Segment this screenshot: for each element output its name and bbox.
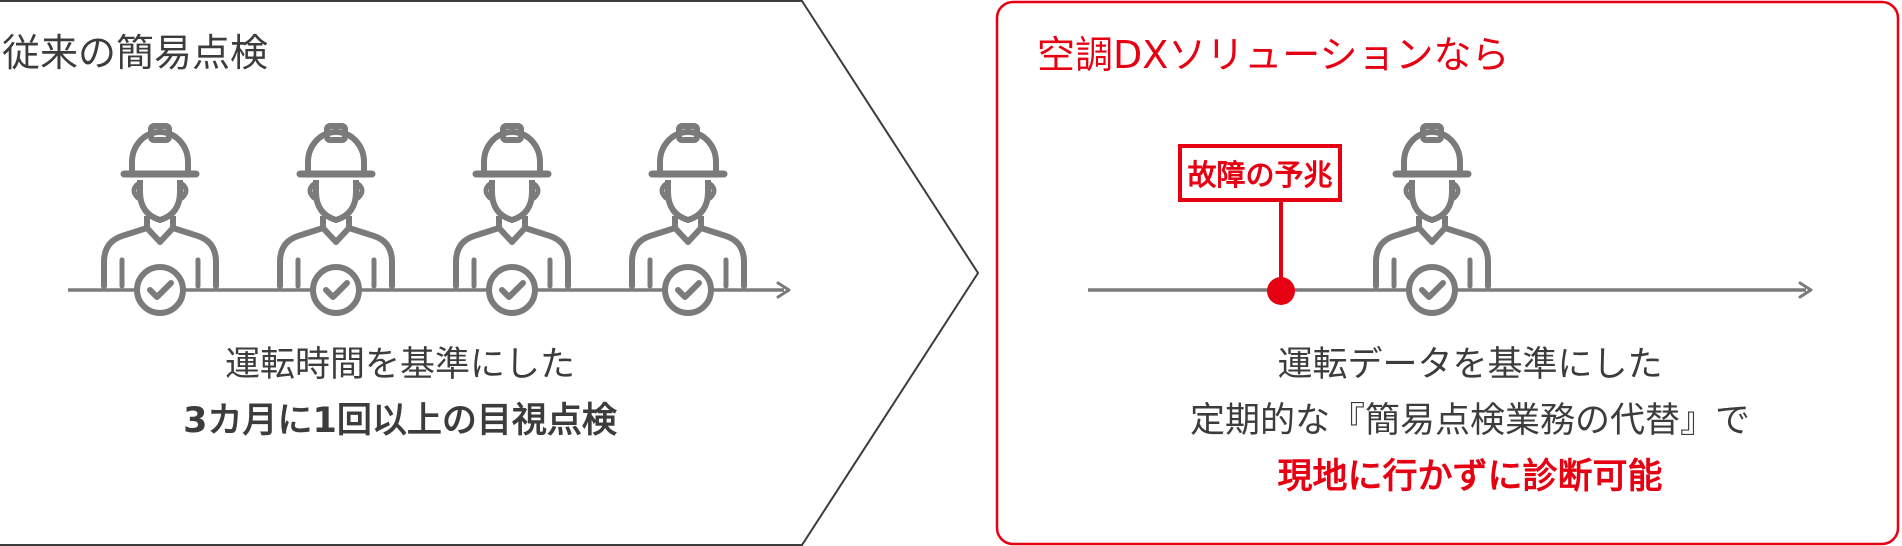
solution-description-line3: 現地に行かずに診断可能	[1277, 457, 1663, 497]
legacy-description-line1: 運転時間を基準にした	[224, 345, 575, 385]
legacy-description: 運転時間を基準にした 3カ月に1回以上の目視点検	[150, 337, 650, 449]
legacy-panel-outline	[0, 0, 980, 546]
failure-sign-marker	[1267, 277, 1295, 305]
solution-description: 運転データを基準にした 定期的な『簡易点検業務の代替』で 現地に行かずに診断可能	[1120, 337, 1820, 505]
solution-timeline-arrowhead	[1798, 281, 1813, 299]
legacy-title: 従来の簡易点検	[2, 31, 269, 75]
legacy-description-line2: 3カ月に1回以上の目視点検	[183, 401, 617, 441]
solution-title: 空調DXソリューションなら	[1037, 33, 1510, 77]
failure-sign-label: 故障の予兆	[1178, 144, 1342, 202]
legacy-timeline-arrowhead	[776, 281, 791, 299]
solution-description-line1: 運転データを基準にした	[1277, 345, 1663, 385]
solution-description-line2: 定期的な『簡易点検業務の代替』で	[1189, 401, 1750, 441]
